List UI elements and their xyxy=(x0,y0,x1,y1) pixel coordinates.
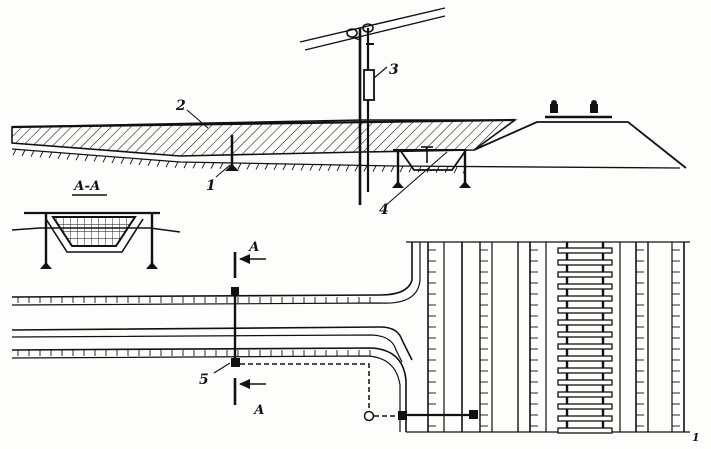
profile-view: 2 1 3 4 xyxy=(11,7,687,218)
tick-mark xyxy=(246,163,251,170)
tick-mark xyxy=(237,162,242,170)
embankment xyxy=(11,118,681,174)
plan-railway xyxy=(557,242,613,434)
tick-mark xyxy=(120,157,125,164)
rail-sleeper xyxy=(557,367,613,374)
tick-mark xyxy=(111,156,116,164)
rail-sleeper xyxy=(557,403,613,410)
rail-sleeper xyxy=(557,247,613,254)
label-4: 4 xyxy=(379,202,389,218)
tick-mark xyxy=(300,164,305,171)
tick-mark xyxy=(75,153,80,161)
tick-mark xyxy=(57,152,62,159)
rail-sleeper xyxy=(557,259,613,266)
tick-mark xyxy=(336,164,341,172)
tick-mark xyxy=(66,153,71,160)
tick-mark xyxy=(363,165,368,172)
tick-mark xyxy=(165,160,170,168)
crossing-ticks xyxy=(428,249,680,427)
tick-mark xyxy=(345,164,350,172)
tick-mark xyxy=(84,154,89,162)
tick-mark xyxy=(93,155,98,162)
tick-mark xyxy=(399,165,404,173)
rail-sleeper xyxy=(557,427,613,434)
tick-mark xyxy=(192,162,197,169)
plan-road xyxy=(11,242,421,432)
ground-ticks xyxy=(12,149,467,174)
tick-mark xyxy=(291,163,296,171)
tick-mark xyxy=(156,160,161,167)
label-5: 5 xyxy=(199,372,209,388)
tick-mark xyxy=(30,150,35,157)
tick-mark xyxy=(21,149,26,157)
tick-mark xyxy=(48,151,53,159)
tick-mark xyxy=(201,162,206,169)
label-1: 1 xyxy=(206,178,216,194)
section-mark-a-top: А xyxy=(248,240,260,255)
railway-embankment xyxy=(473,100,687,169)
tick-mark xyxy=(39,151,44,158)
plan-crossing xyxy=(406,241,690,433)
corner-mark: 1 xyxy=(692,431,700,444)
tick-mark xyxy=(102,156,107,163)
tick-mark xyxy=(453,166,458,174)
rail-sleeper xyxy=(557,271,613,278)
tick-mark xyxy=(381,165,386,173)
tick-mark xyxy=(138,158,143,166)
label-3: 3 xyxy=(389,62,399,78)
leader-1 xyxy=(215,164,231,178)
tick-mark xyxy=(327,164,332,172)
rail-sleeper xyxy=(557,355,613,362)
rail-sleeper xyxy=(557,319,613,326)
post-1 xyxy=(225,135,239,171)
drainage-trough xyxy=(384,146,471,207)
tick-mark xyxy=(147,159,152,166)
utility-pole xyxy=(346,23,388,205)
rail-sleeper xyxy=(557,379,613,386)
tick-mark xyxy=(282,163,287,171)
tick-mark xyxy=(183,161,188,169)
section-title: А-А xyxy=(73,179,101,194)
section-mark-a-bottom: А xyxy=(253,403,265,418)
rail-sleepers xyxy=(557,247,613,434)
rail-sleeper xyxy=(557,343,613,350)
rail-sleeper xyxy=(557,295,613,302)
rail-sleeper xyxy=(557,391,613,398)
tick-mark xyxy=(255,163,260,170)
tick-mark xyxy=(354,165,359,172)
cable-route xyxy=(240,363,478,422)
tick-mark xyxy=(219,162,224,170)
tick-mark xyxy=(309,164,314,171)
section-a-a: А-А xyxy=(11,179,181,269)
tick-mark xyxy=(390,165,395,173)
tick-mark xyxy=(129,158,134,165)
rail-sleeper xyxy=(557,307,613,314)
tick-mark xyxy=(264,163,269,170)
tick-mark xyxy=(372,165,377,172)
rail-sleeper xyxy=(557,415,613,422)
label-2: 2 xyxy=(175,98,186,114)
leader-2 xyxy=(186,109,209,129)
tick-mark xyxy=(174,161,179,169)
section-line: А А 5 xyxy=(199,240,266,418)
plan-view: А А 5 1 xyxy=(11,240,700,444)
tick-mark xyxy=(318,164,323,171)
road-ticks xyxy=(17,297,371,356)
tick-mark xyxy=(210,162,215,169)
rail-sleeper xyxy=(557,331,613,338)
rail-sleeper xyxy=(557,283,613,290)
tick-mark xyxy=(273,163,278,171)
tick-mark xyxy=(12,149,17,156)
